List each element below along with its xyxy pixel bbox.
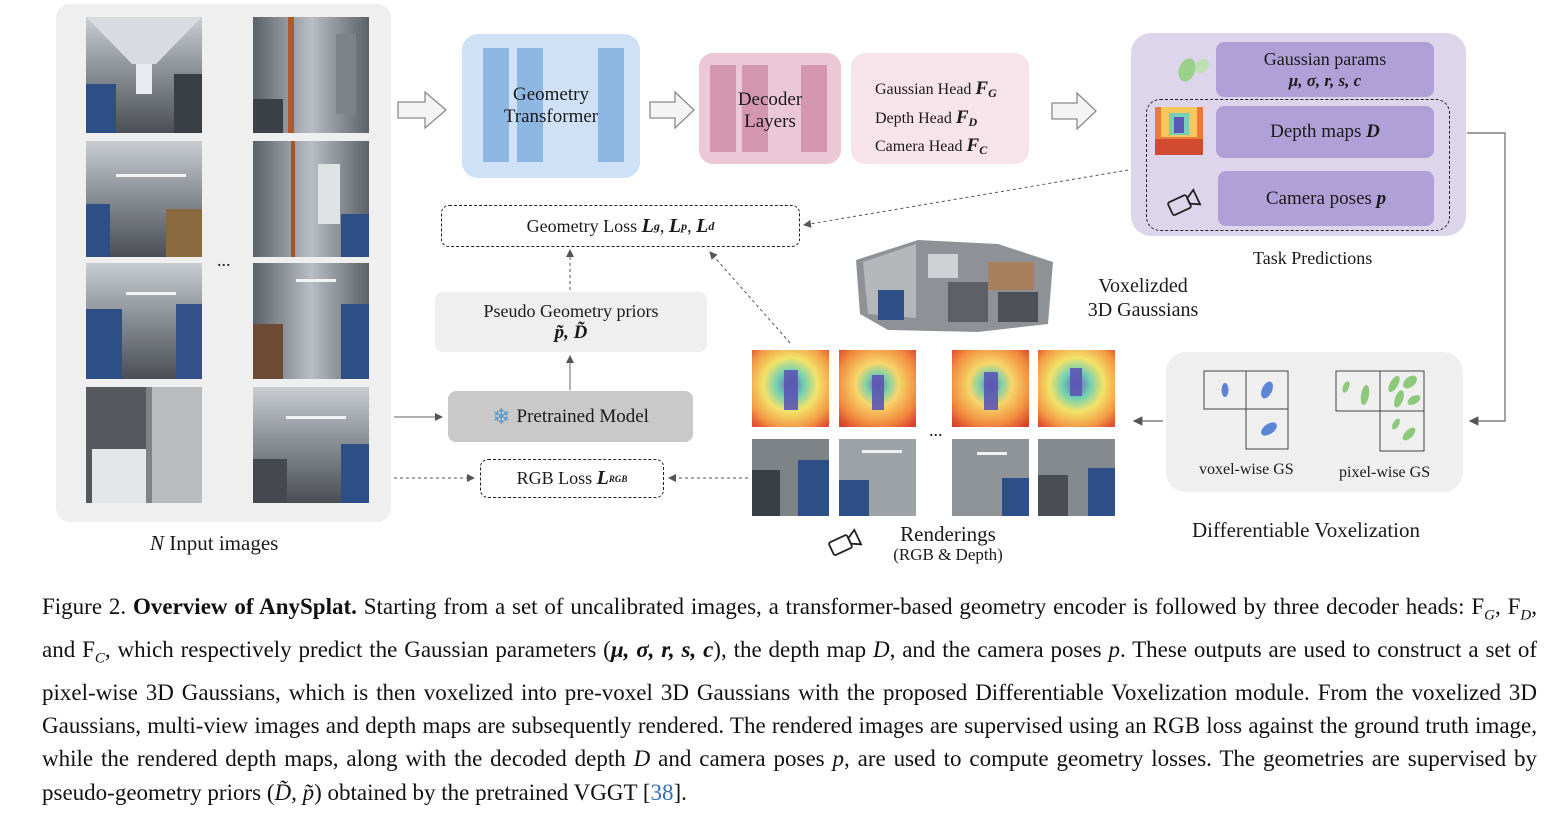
camera-head-row: Camera Head FC (875, 135, 988, 157)
geometry-transformer-block: Geometry Transformer (462, 34, 640, 178)
geometry-loss-text: Geometry Loss (526, 215, 638, 236)
gaussian-params-label: Gaussian params (1263, 48, 1387, 69)
task-to-voxel-line (1467, 132, 1506, 426)
voxel-wise-grid (1203, 370, 1289, 450)
rgb-loss-text: RGB Loss (516, 468, 593, 488)
figure-caption: Figure 2. Overview of AnySplat. Starting… (42, 594, 1538, 805)
input-image-3 (86, 141, 202, 257)
renderings-line2: (RGB & Depth) (893, 545, 1003, 564)
input-ellipsis: ... (217, 250, 231, 270)
input-image-5 (86, 263, 202, 379)
voxelized-label: Voxelizded 3D Gaussians (1070, 274, 1216, 322)
voxelized-line2: 3D Gaussians (1087, 299, 1199, 321)
depth-maps-box: Depth maps D (1216, 106, 1434, 158)
input-image-6 (253, 263, 369, 379)
pretrained-model-box: ❄Pretrained Model (448, 391, 693, 442)
pseudo-priors-label: Pseudo Geometry priors (483, 301, 659, 321)
renderings-line1: Renderings (900, 522, 996, 546)
renderings-ellipsis: ... (929, 420, 943, 440)
voxelization-diagram (1203, 370, 1425, 452)
geometry-transformer-line1: Geometry (513, 84, 589, 105)
gaussian-params-symbols: μ, σ, r, s, c (1288, 70, 1362, 90)
gaussian-blob-icon (1178, 58, 1209, 82)
camera-poses-label: Camera poses (1265, 187, 1372, 209)
renderings-label: Renderings (RGB & Depth) (868, 522, 1028, 564)
caption-title: Overview of AnySplat. (133, 594, 357, 619)
input-images-text: Input images (164, 531, 279, 555)
voxelized-line1: Voxelizded (1098, 275, 1188, 297)
heads-block: Gaussian Head FG Depth Head FD Camera He… (851, 53, 1029, 164)
render-to-loss-line (709, 251, 791, 344)
pseudo-priors-box: Pseudo Geometry priors p̃, D̃ (435, 292, 707, 352)
n-symbol: N (150, 531, 165, 555)
geometry-transformer-line2: Transformer (503, 106, 599, 127)
snowflake-icon: ❄ (492, 403, 511, 429)
voxel-wise-label: voxel-wise GS (1199, 461, 1294, 478)
task-predictions-title: Task Predictions (1253, 248, 1373, 268)
caption-figure-number: Figure 2. (42, 594, 127, 619)
renderings-grid (752, 350, 1115, 516)
voxelization-panel (1166, 352, 1463, 492)
block-arrow-1 (397, 90, 447, 130)
input-image-4 (253, 141, 369, 257)
pixel-wise-grid (1335, 370, 1425, 452)
input-image-grid (86, 17, 369, 503)
block-arrow-3 (1051, 91, 1097, 131)
pretrained-model-label: Pretrained Model (516, 405, 649, 427)
pseudo-priors-symbols: p̃, D̃ (554, 322, 588, 343)
depth-camera-dashed-group (1146, 99, 1450, 231)
input-image-2 (253, 17, 369, 133)
input-images-label: N Input images (150, 532, 278, 554)
input-image-1 (86, 17, 202, 133)
gaussian-head-row: Gaussian Head FG (875, 78, 997, 100)
voxelized-gaussians-render (856, 240, 1053, 332)
depth-to-loss-line (803, 167, 1141, 228)
camera-poses-box: Camera poses p (1218, 171, 1434, 226)
camera-poses-symbol: p (1376, 187, 1387, 209)
input-image-7 (86, 387, 202, 503)
render-camera-icon (828, 528, 863, 556)
voxelization-title: Differentiable Voxelization (1192, 518, 1421, 542)
depth-maps-symbol: D (1366, 121, 1380, 142)
citation-link[interactable]: 38 (650, 779, 674, 805)
input-image-8 (253, 387, 369, 503)
gaussian-params-box: Gaussian params μ, σ, r, s, c (1216, 42, 1434, 97)
decoder-layers-line1: Decoder (737, 89, 803, 110)
decoder-layers-block: Decoder Layers (699, 53, 841, 164)
pixel-wise-label: pixel-wise GS (1339, 464, 1431, 481)
decoder-layers-line2: Layers (744, 111, 796, 132)
depth-maps-label: Depth maps (1270, 121, 1362, 142)
depth-head-row: Depth Head FD (875, 106, 978, 129)
depth-map-thumbnail (1155, 107, 1203, 155)
camera-icon (1167, 188, 1202, 216)
block-arrow-2 (649, 90, 695, 130)
